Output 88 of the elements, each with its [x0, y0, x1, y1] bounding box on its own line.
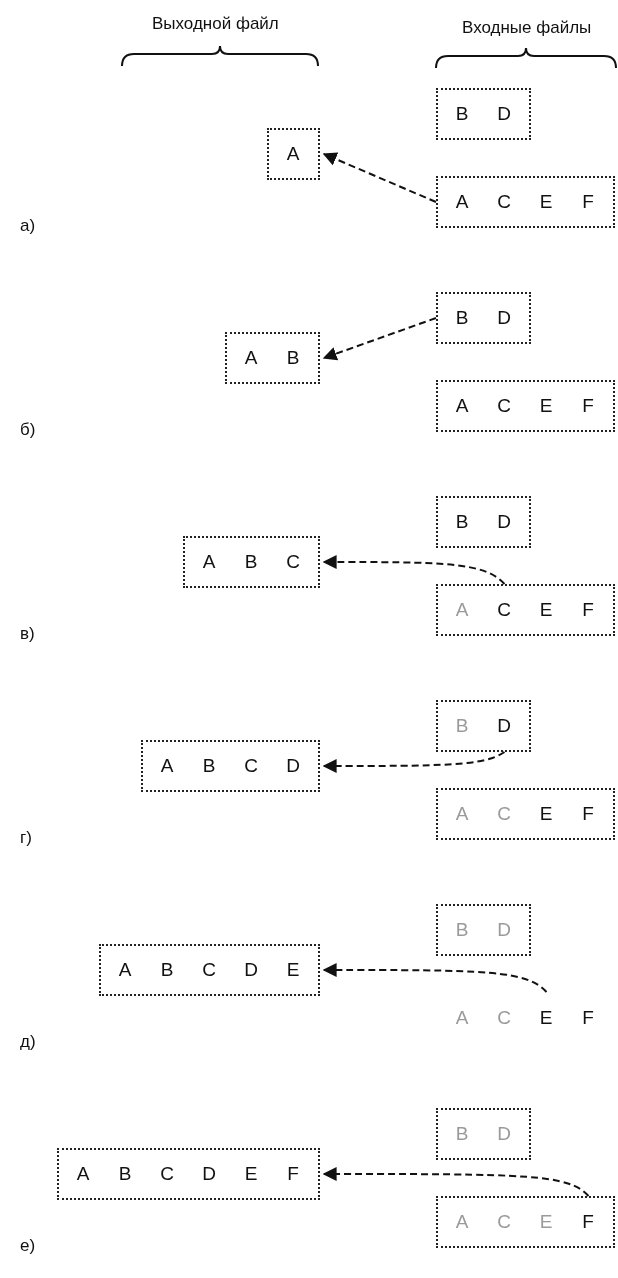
- dashed-arrow: [322, 963, 548, 993]
- record-letter: A: [75, 1163, 91, 1185]
- file-box: [436, 700, 531, 752]
- record-letter: A: [117, 959, 133, 981]
- record-letter: F: [581, 1007, 595, 1029]
- faded-record-letter: C: [496, 803, 512, 825]
- file-box: [436, 88, 531, 140]
- record-letter: E: [285, 959, 301, 981]
- record-letter: B: [454, 307, 470, 329]
- record-letter: D: [285, 755, 301, 777]
- faded-record-letter: A: [454, 803, 470, 825]
- file-box: [141, 740, 320, 792]
- step-label: д): [20, 1032, 36, 1052]
- file-box: [436, 292, 531, 344]
- step-label: а): [20, 216, 36, 236]
- file-box: [225, 332, 320, 384]
- file-box: [57, 1148, 320, 1200]
- record-letter: C: [496, 599, 512, 621]
- record-letter: F: [581, 191, 595, 213]
- file-box: [436, 1196, 615, 1248]
- step-label: е): [20, 1236, 36, 1256]
- dashed-arrow: [322, 152, 437, 203]
- faded-record-letter: A: [454, 599, 470, 621]
- faded-record-letter: C: [496, 1211, 512, 1233]
- dashed-arrow: [322, 555, 506, 585]
- column-heading: Выходной файл: [152, 14, 279, 34]
- record-letter: B: [201, 755, 217, 777]
- record-letter: B: [454, 511, 470, 533]
- dashed-arrow: [322, 317, 437, 361]
- file-box: [436, 584, 615, 636]
- record-letter: E: [538, 191, 554, 213]
- record-letter: E: [538, 599, 554, 621]
- file-box: [183, 536, 320, 588]
- dashed-arrow: [322, 751, 506, 773]
- step-label: б): [20, 420, 36, 440]
- file-box: [436, 380, 615, 432]
- record-letter: F: [286, 1163, 300, 1185]
- record-letter: A: [454, 191, 470, 213]
- file-box: [436, 176, 615, 228]
- record-letter: C: [496, 395, 512, 417]
- record-letter: D: [243, 959, 259, 981]
- record-letter: A: [243, 347, 259, 369]
- record-letter: A: [159, 755, 175, 777]
- file-box: [267, 128, 320, 180]
- record-letter: D: [496, 511, 512, 533]
- record-letter: F: [581, 803, 595, 825]
- faded-record-letter: C: [496, 1007, 512, 1029]
- record-letter: C: [201, 959, 217, 981]
- faded-record-letter: B: [454, 715, 470, 737]
- record-letter: F: [581, 599, 595, 621]
- record-letter: E: [538, 395, 554, 417]
- record-letter: C: [496, 191, 512, 213]
- record-letter: C: [159, 1163, 175, 1185]
- faded-record-letter: A: [454, 1007, 470, 1029]
- record-letter: B: [454, 103, 470, 125]
- record-letter: E: [538, 1007, 554, 1029]
- record-letter: F: [581, 1211, 595, 1233]
- record-letter: D: [496, 715, 512, 737]
- record-letter: C: [285, 551, 301, 573]
- faded-record-letter: E: [538, 1211, 554, 1233]
- record-letter: D: [496, 307, 512, 329]
- faded-record-letter: B: [454, 1123, 470, 1145]
- faded-record-letter: B: [454, 919, 470, 941]
- record-letter: A: [201, 551, 217, 573]
- step-label: г): [20, 828, 32, 848]
- record-letter: E: [243, 1163, 259, 1185]
- file-box: [436, 904, 531, 956]
- record-letter: D: [496, 103, 512, 125]
- column-heading: Входные файлы: [462, 18, 592, 38]
- record-letter: F: [581, 395, 595, 417]
- record-letter: B: [243, 551, 259, 573]
- file-box: [436, 496, 531, 548]
- dashed-arrow: [322, 1167, 590, 1197]
- file-box: [436, 788, 615, 840]
- faded-record-letter: D: [496, 1123, 512, 1145]
- record-letter: B: [117, 1163, 133, 1185]
- record-letter: D: [201, 1163, 217, 1185]
- file-box: [436, 1108, 531, 1160]
- record-letter: E: [538, 803, 554, 825]
- record-letter: A: [285, 143, 301, 165]
- file-box: [99, 944, 320, 996]
- record-letter: B: [159, 959, 175, 981]
- faded-record-letter: A: [454, 1211, 470, 1233]
- step-label: в): [20, 624, 35, 644]
- faded-record-letter: D: [496, 919, 512, 941]
- record-letter: A: [454, 395, 470, 417]
- record-letter: B: [285, 347, 301, 369]
- record-letter: C: [243, 755, 259, 777]
